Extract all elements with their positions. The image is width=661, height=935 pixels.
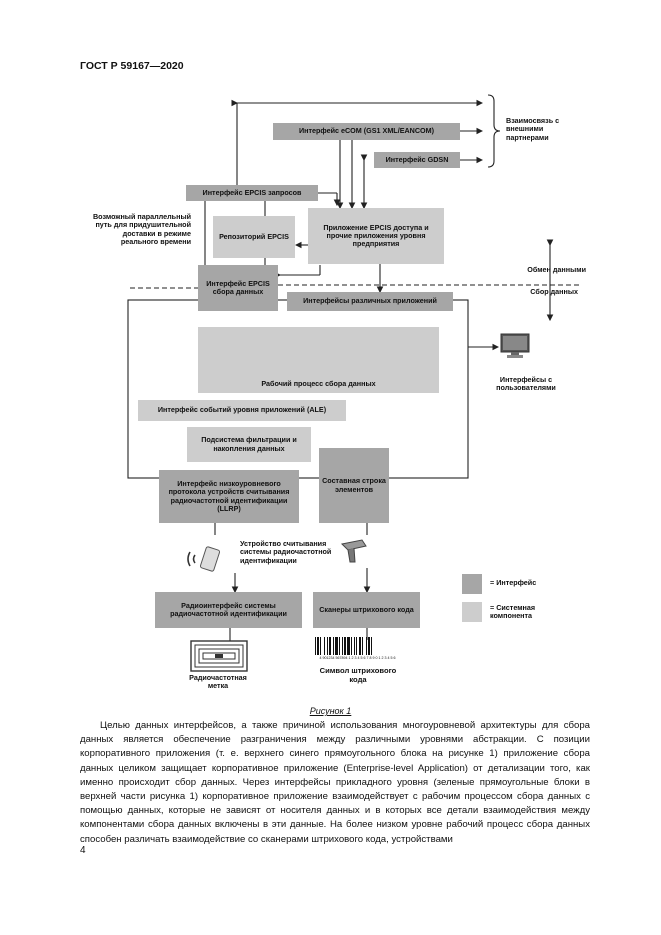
legend-component-swatch bbox=[462, 602, 482, 622]
app-interfaces-box: Интерфейсы различных приложений bbox=[287, 292, 453, 311]
barcode-scanner-icon bbox=[340, 538, 370, 564]
rfid-radio-interface-box: Радиоинтерфейс системы радиочастотной ид… bbox=[155, 592, 302, 628]
ale-interface-box: Интерфейс событий уровня приложений (ALE… bbox=[138, 400, 346, 421]
page-number: 4 bbox=[80, 845, 86, 856]
monitor-icon bbox=[500, 333, 530, 359]
rfid-tag-icon bbox=[190, 640, 248, 672]
legend-interface-swatch bbox=[462, 574, 482, 594]
alt-path-label: Возможный параллельный путь для при­души… bbox=[92, 212, 191, 246]
llrp-interface-box: Интерфейс низкоуровневого протокола устр… bbox=[159, 470, 299, 523]
filtering-box: Подсистема фильтрации и накопления данны… bbox=[187, 427, 311, 462]
data-exchange-label: Обмен данными bbox=[527, 265, 586, 274]
legend-interface-label: = Интерфейс bbox=[490, 578, 537, 587]
element-string-box: Составная строка элементов bbox=[319, 448, 389, 523]
rfid-reader-label: Устройство считывания системы радиочасто… bbox=[240, 539, 332, 565]
gdsn-interface-box: Интерфейс GDSN bbox=[374, 152, 460, 168]
barcode-scanner-box: Сканеры штрихового кода bbox=[313, 592, 420, 628]
epcis-capture-interface-box: Интерфейс EPCIS сбора данных bbox=[198, 265, 278, 311]
architecture-diagram: 4 901234 567894 1 2 3 4 5 6 7 8 9 0 1 2 … bbox=[92, 94, 586, 691]
barcode-digits: 4 901234 567894 1 2 3 4 5 6 7 8 9 0 1 2 … bbox=[319, 656, 396, 660]
epcis-query-interface-box: Интерфейс EPCIS запросов bbox=[186, 185, 318, 201]
epcis-app-box: Приложение EPCIS доступа и прочие прилож… bbox=[308, 208, 444, 264]
barcode-symbol-label: Символ штрихового кода bbox=[319, 666, 397, 684]
ecom-interface-box: Интерфейс eCOM (GS1 XML/EANCOM) bbox=[273, 123, 460, 140]
rfid-tag-label: Радиочастотная метка bbox=[189, 673, 247, 691]
workflow-box: Рабочий процесс сбора данных bbox=[198, 327, 439, 393]
data-capture-label: Сбор данных bbox=[530, 287, 578, 296]
barcode-icon bbox=[314, 637, 402, 661]
partners-label: Взаимосвязь с внешними партнерами bbox=[506, 116, 560, 142]
figure-caption: Рисунок 1 bbox=[309, 706, 352, 716]
body-paragraph: Целью данных интерфейсов, а также причин… bbox=[80, 720, 590, 845]
user-interfaces-label: Интерфейсы с пользователями bbox=[496, 375, 556, 393]
repository-box: Репозиторий EPCIS bbox=[213, 216, 295, 258]
legend-component-label: = Системная компонента bbox=[490, 603, 536, 621]
rfid-reader-icon bbox=[186, 544, 226, 574]
standard-header: ГОСТ Р 59167—2020 bbox=[80, 60, 184, 72]
workflow-label: Рабочий процесс сбора данных bbox=[261, 378, 376, 388]
